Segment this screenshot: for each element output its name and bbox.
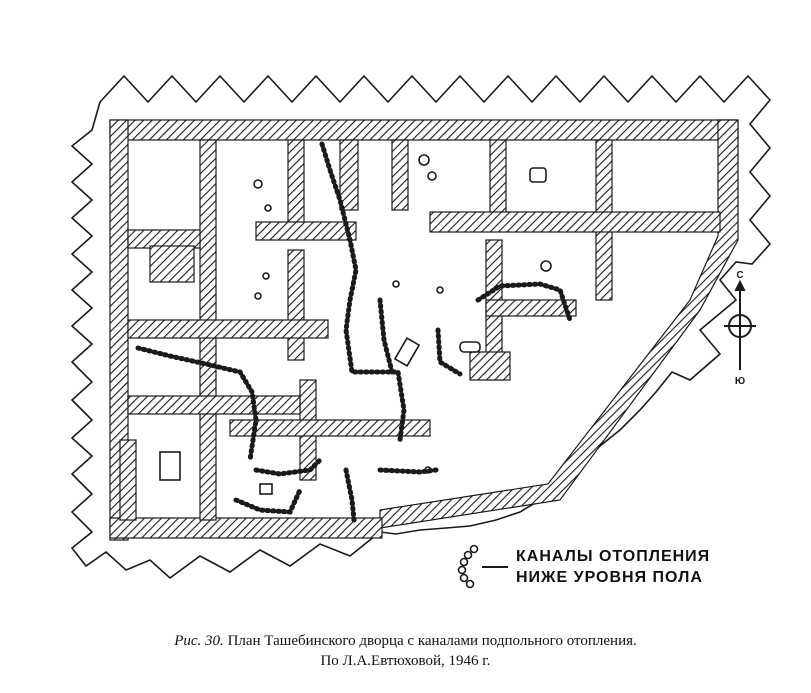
compass-north-label: С bbox=[736, 270, 743, 281]
heating-channels bbox=[135, 141, 573, 523]
caption-title: План Ташебинского дворца с каналами подп… bbox=[227, 633, 637, 649]
figure-ref: Рис. 30. bbox=[174, 633, 224, 649]
legend: КАНАЛЫ ОТОПЛЕНИЯ НИЖЕ УРОВНЯ ПОЛА bbox=[452, 541, 710, 593]
walls bbox=[109, 119, 739, 541]
heating-channel-legend-icon bbox=[457, 544, 508, 589]
caption-source: По Л.А.Евтюховой, 1946 г. bbox=[320, 653, 491, 669]
compass bbox=[724, 279, 756, 370]
figure-caption: Рис. 30. План Ташебинского дворца с кана… bbox=[0, 631, 811, 671]
legend-line-2: НИЖЕ УРОВНЯ ПОЛА bbox=[516, 569, 703, 586]
compass-south-label: Ю bbox=[735, 376, 745, 387]
palace-plan: С Ю bbox=[70, 74, 772, 580]
legend-line-1: КАНАЛЫ ОТОПЛЕНИЯ bbox=[516, 548, 711, 565]
post-holes bbox=[159, 154, 552, 495]
